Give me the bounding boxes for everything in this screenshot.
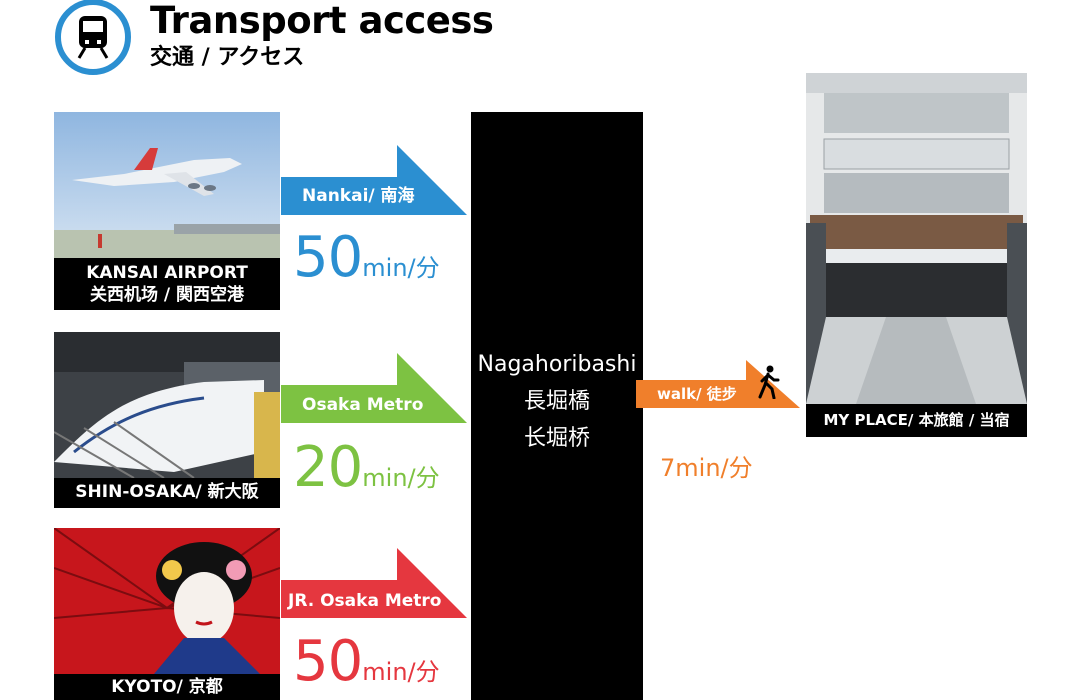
duration-unit: min/分 bbox=[362, 254, 440, 282]
line-label-jr: JR. Osaka Metro bbox=[288, 591, 442, 611]
line-label-nankai: Nankai/ 南海 bbox=[302, 186, 415, 206]
walking-person-icon bbox=[756, 365, 782, 403]
origin-name: KYOTO/ 京都 bbox=[111, 677, 223, 697]
station-block bbox=[471, 112, 643, 700]
destination-caption: MY PLACE/ 本旅館 / 当宿 bbox=[806, 404, 1027, 437]
station-name-zh: 长堀桥 bbox=[523, 426, 590, 451]
duration-minutes: 20 bbox=[293, 435, 363, 500]
route-arrow-metro bbox=[281, 353, 467, 423]
page-subtitle: 交通 / アクセス bbox=[150, 45, 305, 70]
airplane-photo bbox=[54, 112, 280, 258]
station-name-en: Nagahoribashi bbox=[477, 352, 637, 377]
origin-name-cjk: 关西机场 / 関西空港 bbox=[89, 285, 245, 305]
hotel-building-photo bbox=[806, 73, 1027, 404]
shinkansen-photo bbox=[54, 332, 280, 478]
train-icon bbox=[52, 0, 134, 78]
origin-name: SHIN-OSAKA/ 新大阪 bbox=[75, 482, 259, 502]
duration-unit: min/分 bbox=[362, 658, 440, 686]
walk-time: 7min/分 bbox=[660, 454, 753, 482]
station-name: Nagahoribashi 長堀橋 长堀桥 bbox=[471, 346, 643, 457]
page-title: Transport access bbox=[150, 0, 494, 42]
duration-minutes: 50 bbox=[293, 225, 363, 290]
origin-caption-kyoto: KYOTO/ 京都 bbox=[54, 674, 280, 700]
origin-name: KANSAI AIRPORT bbox=[86, 263, 248, 283]
route-arrow-nankai bbox=[281, 145, 467, 215]
duration-unit: min/分 bbox=[362, 464, 440, 492]
walk-label: walk/ 徒步 bbox=[657, 385, 737, 403]
duration-minutes: 50 bbox=[293, 629, 363, 694]
origin-caption-shin-osaka: SHIN-OSAKA/ 新大阪 bbox=[54, 478, 280, 508]
duration-nankai: 50min/分 bbox=[293, 230, 440, 286]
route-arrow-jr bbox=[281, 548, 467, 618]
station-name-ja: 長堀橋 bbox=[523, 389, 590, 414]
duration-metro: 20min/分 bbox=[293, 440, 440, 496]
origin-caption-kansai: KANSAI AIRPORT 关西机场 / 関西空港 bbox=[54, 258, 280, 310]
duration-jr: 50min/分 bbox=[293, 634, 440, 690]
geisha-photo bbox=[54, 528, 280, 674]
line-label-metro: Osaka Metro bbox=[302, 395, 424, 415]
